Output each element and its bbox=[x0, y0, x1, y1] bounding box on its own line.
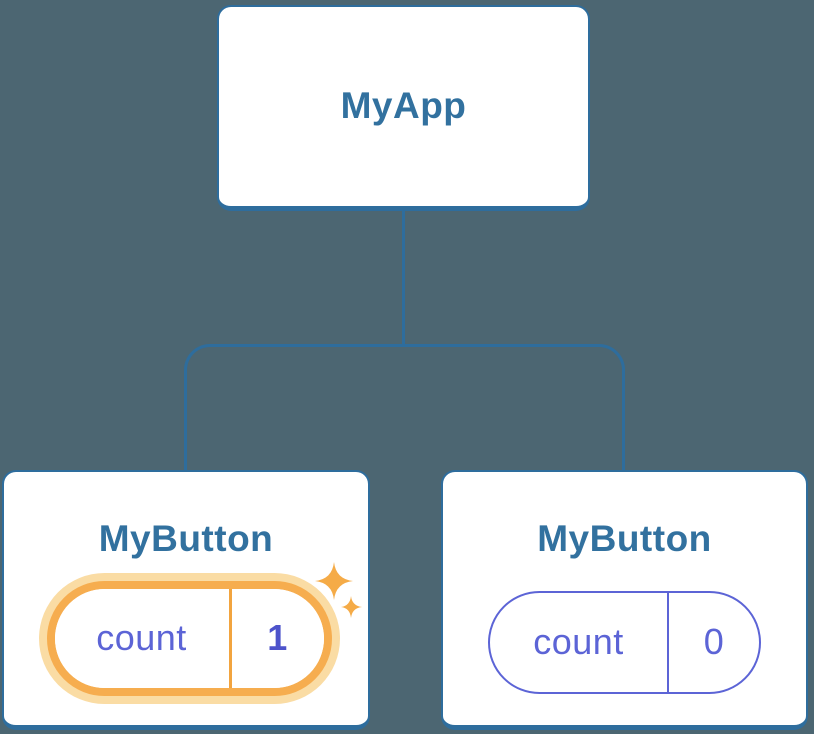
state-key-label: count bbox=[533, 621, 624, 663]
state-value-cell: 1 bbox=[232, 589, 324, 688]
state-key-cell: count bbox=[490, 593, 667, 692]
state-value-label: 1 bbox=[267, 617, 288, 659]
count-state-pill-right: count 0 bbox=[488, 590, 761, 694]
edge-root-stem bbox=[402, 211, 405, 347]
node-mybutton-right: MyButton count 0 bbox=[441, 470, 808, 730]
node-mybutton-right-label: MyButton bbox=[537, 518, 712, 559]
state-key-cell: count bbox=[55, 589, 229, 688]
node-mybutton-left-label: MyButton bbox=[98, 518, 274, 559]
pill-divider bbox=[228, 588, 232, 688]
node-myapp-label: MyApp bbox=[340, 85, 467, 127]
state-highlight-ring: count 1 bbox=[46, 580, 332, 696]
node-myapp: MyApp bbox=[217, 5, 590, 211]
state-key-label: count bbox=[96, 617, 187, 659]
pill-divider bbox=[667, 592, 669, 692]
state-value-cell: 0 bbox=[669, 593, 759, 692]
state-value-label: 0 bbox=[703, 621, 725, 663]
state-highlight-halo: count 1 bbox=[38, 572, 340, 704]
count-state-pill-left: count 1 bbox=[54, 588, 324, 688]
node-mybutton-left: MyButton count 1 bbox=[2, 470, 370, 730]
edge-branch-bracket bbox=[184, 344, 625, 471]
